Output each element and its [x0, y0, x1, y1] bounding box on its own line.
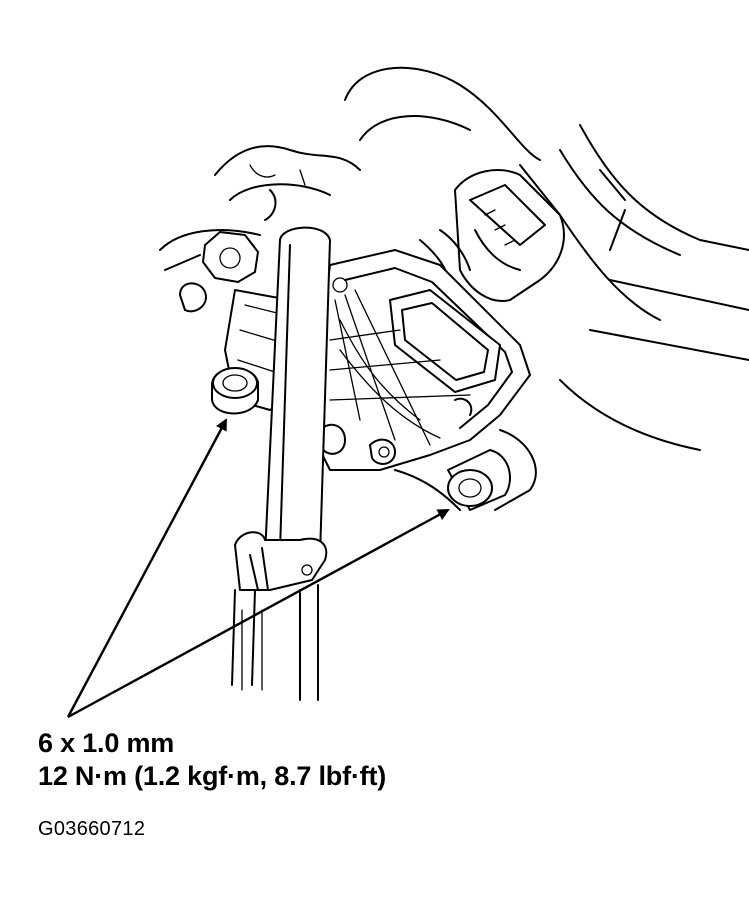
- upper-bolt-head: [179, 231, 259, 313]
- torque-value-text: 12 N·m (1.2 kgf·m, 8.7 lbf·ft): [38, 761, 387, 791]
- figure-id: G03660712: [38, 818, 146, 840]
- wiring-connector: [419, 169, 565, 302]
- linkage-bracket: [394, 429, 537, 511]
- torque-spec-label: 6 x 1.0 mm 12 N·m (1.2 kgf·m, 8.7 lbf·ft…: [38, 727, 386, 793]
- left-bolt: [211, 367, 259, 415]
- bolt-size-text: 6 x 1.0 mm: [38, 728, 175, 758]
- engine-housing-background: [159, 66, 749, 451]
- right-bolt: [447, 449, 511, 511]
- torque-callout-arrows: [66, 418, 450, 719]
- control-lever: [231, 226, 331, 701]
